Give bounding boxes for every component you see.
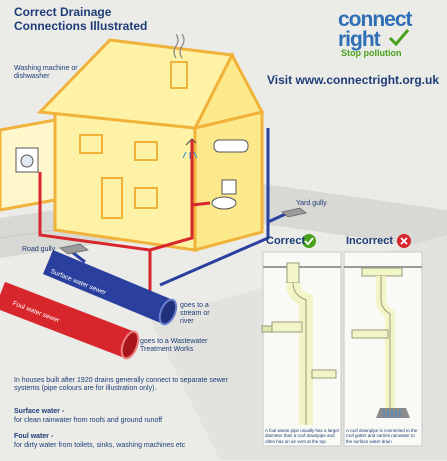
foul-sewer-end [120, 330, 140, 360]
cross-mark [400, 237, 408, 245]
toilet-waste-pipe [191, 201, 211, 207]
foul-note: for dirty water from toilets, sinks, was… [14, 442, 186, 449]
tick-icon [302, 234, 316, 248]
incorrect-caption: A roof downpipe is connected to the roof… [346, 428, 418, 444]
foul-water-sewer-pipe [0, 281, 136, 359]
incorrect-branch [351, 329, 389, 339]
correct-stack-outline [292, 282, 307, 425]
window [79, 134, 103, 154]
incorrect-title: Incorrect [346, 235, 394, 247]
front-door [101, 177, 123, 219]
window [134, 187, 158, 209]
logo-tagline: Stop pollution [341, 48, 402, 58]
intro-note: In houses built after 1920 drains genera… [14, 377, 229, 393]
correct-vent-pipe [286, 262, 300, 284]
incorrect-gutter [361, 267, 403, 277]
surface-sewer-end [158, 298, 178, 326]
house-roof [36, 38, 235, 130]
water-splash-icon [383, 410, 401, 418]
incorrect-gully-icon [376, 408, 410, 418]
road-gully-label: Road gully [22, 246, 56, 253]
website-link[interactable]: Visit www.connectright.org.uk [267, 73, 440, 87]
logo-check-icon [388, 29, 410, 47]
washing-machine-door-icon [20, 154, 34, 168]
logo-word-connect: connect [338, 8, 413, 31]
yard-gully-icon [281, 207, 307, 218]
washing-machine-label: Washing machine or dishwasher [14, 65, 78, 81]
surface-note: for clean rainwater from roofs and groun… [14, 417, 163, 424]
logo-word-right: right [338, 28, 381, 51]
foul-heading: Foul water - [14, 433, 54, 440]
correct-title: Correct [266, 235, 306, 247]
treatment-label: goes to a Wastewater Treatment Works [140, 338, 208, 354]
tick-mark [304, 237, 314, 246]
shower-water-icon [182, 151, 198, 159]
correct-caption: A foul waste pipe usually has a larger d… [265, 428, 340, 444]
foul-branch-pipe [38, 172, 152, 300]
shower-icon [185, 138, 197, 146]
surface-heading: Surface water - [14, 408, 65, 415]
road-gully-icon [59, 243, 89, 255]
stream-label: goes to a stream or river [180, 302, 210, 326]
correct-branch [271, 321, 303, 333]
smoke-icon [173, 33, 185, 59]
toilet-cistern-icon [221, 179, 237, 195]
foul-stack-pipe [149, 140, 194, 252]
window [134, 141, 158, 161]
downpipe [159, 128, 270, 287]
chimney [170, 61, 188, 89]
yard-gully-label: Yard gully [296, 200, 327, 207]
toilet-bowl-icon [211, 196, 237, 210]
incorrect-downpipe-outline [380, 276, 391, 410]
correct-branch-end [261, 325, 273, 333]
surface-water-sewer-pipe [43, 250, 173, 324]
correct-branch-lower [311, 369, 337, 379]
house-front-wall [53, 108, 197, 252]
bath-icon [213, 139, 249, 153]
road-gully-pipe [71, 250, 86, 264]
page-title: Correct Drainage Connections Illustrated [14, 5, 148, 33]
